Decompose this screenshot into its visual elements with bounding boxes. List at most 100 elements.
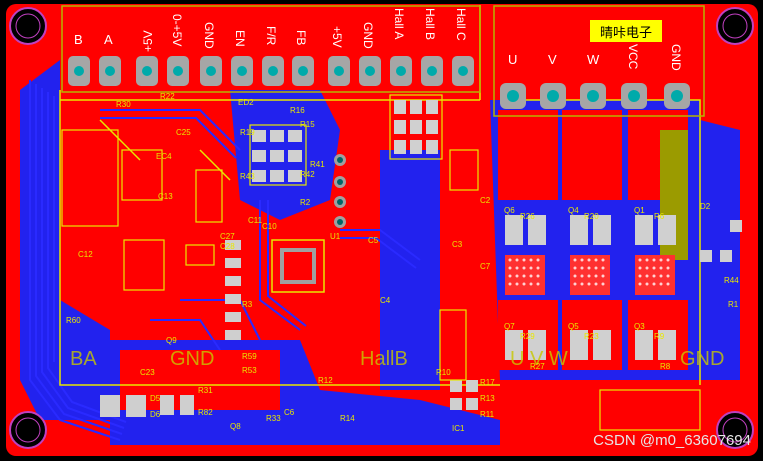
trace-bundle-left — [29, 80, 421, 441]
ref-r9: R9 — [654, 332, 665, 341]
brand-label: 晴咔电子 — [590, 20, 662, 42]
ref-r3: R3 — [242, 300, 253, 309]
ref-r41: R41 — [310, 160, 325, 169]
ref-q1: Q1 — [634, 206, 645, 215]
pin-label-5v-2: +5V — [330, 26, 344, 48]
ref-r43: R43 — [240, 172, 255, 181]
ref-q3: Q3 — [634, 322, 645, 331]
svg-text:BA: BA — [70, 348, 97, 370]
ref-r42: R42 — [300, 170, 315, 179]
mcu-footprint — [271, 239, 325, 293]
ref-r23: R23 — [584, 332, 599, 341]
ref-r27: R27 — [530, 362, 545, 371]
mosfet-plate-2 — [562, 110, 622, 200]
right-header-pads — [500, 83, 690, 109]
svg-text:GND: GND — [170, 348, 214, 370]
ref-c3: C3 — [452, 240, 463, 249]
ref-ec4: EC4 — [156, 152, 172, 161]
ref-c5: C5 — [368, 236, 379, 245]
ref-r17: R17 — [480, 378, 495, 387]
ref-r20: R20 — [584, 212, 599, 221]
ref-c7: C7 — [480, 262, 491, 271]
ref-r59: R59 — [242, 352, 257, 361]
watermark: CSDN @m0_63607694 — [593, 432, 751, 449]
pin-label-v: V — [548, 52, 557, 67]
ref-q7: Q7 — [504, 322, 515, 331]
pin-label-en: EN — [233, 30, 247, 47]
svg-text:GND: GND — [680, 348, 724, 370]
driver-ic-footprint — [252, 100, 438, 182]
ref-q4: Q4 — [568, 206, 579, 215]
pin-label-gnd-power: GND — [669, 44, 683, 71]
ref-q5: Q5 — [568, 322, 579, 331]
ref-c11: C11 — [248, 216, 263, 225]
ref-q8: Q8 — [230, 422, 241, 431]
pin-label-gnd-2: GND — [361, 22, 375, 49]
mounting-holes — [9, 7, 754, 449]
ref-r12: R12 — [318, 376, 333, 385]
ref-c25: C25 — [176, 128, 191, 137]
ref-c2: C2 — [480, 196, 491, 205]
ref-d6: D6 — [150, 410, 161, 419]
ref-r22: R22 — [160, 92, 175, 101]
mirrored-silk-legend: BA GND HallB U V W GND — [70, 348, 724, 370]
ref-ic1: IC1 — [452, 424, 465, 433]
ref-q6: Q6 — [504, 206, 515, 215]
ref-r19: R19 — [240, 128, 255, 137]
ref-r82: R82 — [198, 408, 213, 417]
ref-r31: R31 — [198, 386, 213, 395]
pin-label-hall-b: Hall B — [423, 8, 437, 41]
through-hole-column-inner — [337, 157, 343, 225]
ref-c6: C6 — [284, 408, 295, 417]
left-header-pads — [68, 56, 474, 86]
pin-label-hall-c: Hall C — [454, 8, 468, 41]
ref-r15: R15 — [300, 120, 315, 129]
ref-r13: R13 — [480, 394, 495, 403]
pin-label-gnd-1: GND — [202, 22, 216, 49]
smd-passives — [100, 220, 742, 417]
ref-q9: Q9 — [166, 336, 177, 345]
pin-label-a: A — [104, 32, 113, 47]
pin-label-w: W — [587, 52, 600, 67]
ref-c27: C27 — [220, 232, 235, 241]
svg-text:U V W: U V W — [510, 348, 568, 370]
ref-c23: C23 — [140, 368, 155, 377]
ref-r1: R1 — [728, 300, 739, 309]
ref-d5: D5 — [150, 394, 161, 403]
bottom-copper-center — [230, 90, 340, 220]
ref-c4: C4 — [380, 296, 391, 305]
ref-r30: R30 — [116, 100, 131, 109]
ref-r16: R16 — [290, 106, 305, 115]
mosfet-plate-1 — [498, 110, 558, 200]
ref-r44: R44 — [724, 276, 739, 285]
ref-r10: R10 — [436, 368, 451, 377]
ref-r60: R60 — [66, 316, 81, 325]
pin-label-b: B — [74, 32, 83, 47]
ref-u1: U1 — [330, 232, 341, 241]
ref-r29: R29 — [520, 332, 535, 341]
left-connector-housing — [61, 5, 481, 93]
ref-r11: R11 — [480, 410, 495, 419]
ref-d2: D2 — [700, 202, 711, 211]
ref-c13: C13 — [158, 192, 173, 201]
lower-red-area — [120, 350, 280, 410]
ref-c12: C12 — [78, 250, 93, 259]
ref-r14: R14 — [340, 414, 355, 423]
pin-label-fr: F/R — [264, 26, 278, 46]
pin-label-u: U — [508, 52, 518, 67]
ref-r33: R33 — [266, 414, 281, 423]
ref-r53: R53 — [242, 366, 257, 375]
pin-label-hall-a: Hall A — [392, 8, 406, 40]
svg-text:HallB: HallB — [360, 348, 408, 370]
mosfet-pads — [505, 215, 676, 360]
ref-r6: R6 — [654, 212, 665, 221]
ref-r8: R8 — [660, 362, 671, 371]
ref-ed2: ED2 — [238, 98, 254, 107]
ref-c10: C10 — [262, 222, 277, 231]
ref-r26: R26 — [520, 212, 535, 221]
pin-label-5v-1: +5V — [141, 30, 155, 52]
pin-label-fb: FB — [294, 30, 308, 46]
pin-label-vcc: VCC — [626, 44, 640, 70]
